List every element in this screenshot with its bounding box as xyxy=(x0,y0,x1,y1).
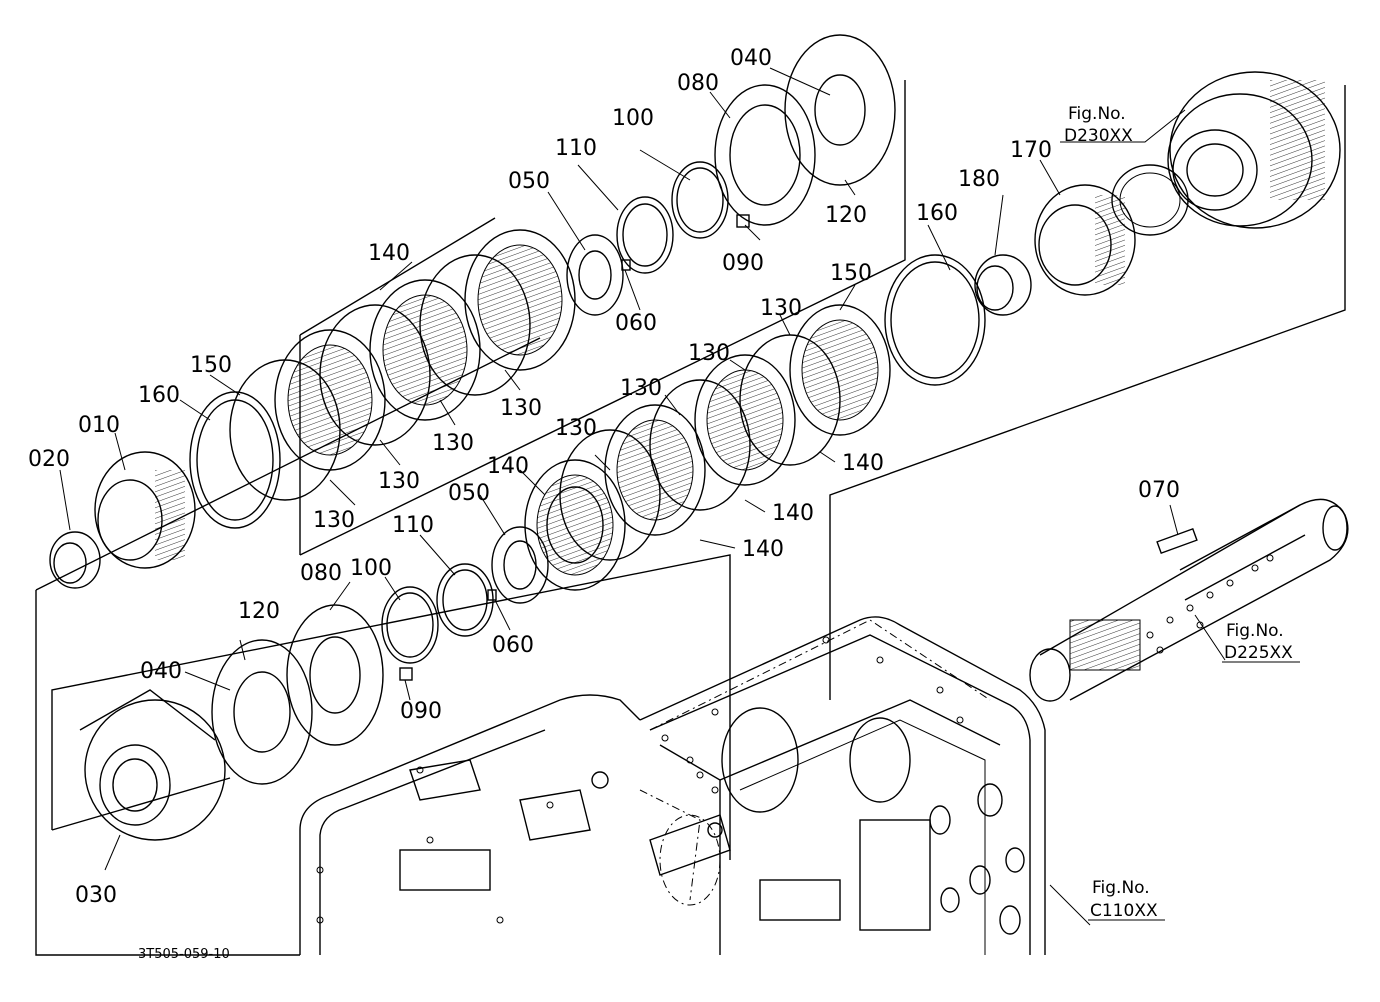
part-180-bearing xyxy=(974,254,1032,316)
label-040-bot: 040 xyxy=(140,659,182,684)
label-130-d: 130 xyxy=(313,508,355,533)
assembly-frame-lines xyxy=(35,80,1346,956)
label-130-r1: 130 xyxy=(760,296,802,321)
label-140-r2: 140 xyxy=(772,501,814,526)
main-shaft xyxy=(1029,498,1349,702)
part-010-gear xyxy=(94,451,196,569)
part-160-right-snap-ring xyxy=(884,254,986,386)
fig-ref-d225-code[interactable]: D225XX xyxy=(1224,643,1293,663)
label-130-b: 130 xyxy=(432,431,474,456)
label-060-bot: 060 xyxy=(492,633,534,658)
label-150-left: 150 xyxy=(190,353,232,378)
label-110-bot: 110 xyxy=(392,513,434,538)
label-030: 030 xyxy=(75,883,117,908)
label-130-r2: 130 xyxy=(688,341,730,366)
clutch-drum xyxy=(1111,71,1341,236)
label-140-r1: 140 xyxy=(842,451,884,476)
figure-code: 3T505-059-10 xyxy=(138,947,230,962)
part-020-bearing xyxy=(49,531,101,589)
fig-ref-c110-code[interactable]: C110XX xyxy=(1090,901,1158,921)
label-100-top: 100 xyxy=(612,106,654,131)
leader-lines xyxy=(59,67,1226,926)
label-170: 170 xyxy=(1010,138,1052,163)
part-labels: 040 080 100 110 050 120 090 060 140 150 … xyxy=(28,46,1180,908)
top-piston-parts xyxy=(566,34,896,316)
label-140-top: 140 xyxy=(368,241,410,266)
label-160-right: 160 xyxy=(916,201,958,226)
right-clutch-pack xyxy=(524,304,891,591)
label-070: 070 xyxy=(1138,478,1180,503)
top-clutch-pack xyxy=(229,229,576,501)
label-180: 180 xyxy=(958,167,1000,192)
label-150-right: 150 xyxy=(830,261,872,286)
label-120-bot: 120 xyxy=(238,599,280,624)
label-130-r3: 130 xyxy=(620,376,662,401)
label-020: 020 xyxy=(28,447,70,472)
label-040-top: 040 xyxy=(730,46,772,71)
label-060-top: 060 xyxy=(615,311,657,336)
label-130-r4: 130 xyxy=(555,416,597,441)
bottom-piston-parts xyxy=(211,526,549,785)
label-130-c: 130 xyxy=(378,469,420,494)
fig-ref-d225-title: Fig.No. xyxy=(1226,621,1284,641)
label-140-r4: 140 xyxy=(487,454,529,479)
label-100-bot: 100 xyxy=(350,556,392,581)
label-120-top: 120 xyxy=(825,203,867,228)
label-160-left: 160 xyxy=(138,383,180,408)
label-080-top: 080 xyxy=(677,71,719,96)
label-110-top: 110 xyxy=(555,136,597,161)
label-090-bot: 090 xyxy=(400,699,442,724)
label-090-top: 090 xyxy=(722,251,764,276)
fig-ref-d230-code[interactable]: D230XX xyxy=(1064,126,1133,146)
part-030-hub xyxy=(79,689,226,841)
fig-ref-d230-title: Fig.No. xyxy=(1068,104,1126,124)
fig-ref-d230[interactable]: Fig.No. D230XX xyxy=(1064,104,1133,146)
part-170-gear xyxy=(1034,184,1136,296)
label-050-bot: 050 xyxy=(448,481,490,506)
fig-ref-d225[interactable]: Fig.No. D225XX xyxy=(1222,621,1300,663)
label-080-bot: 080 xyxy=(300,561,342,586)
label-010: 010 xyxy=(78,413,120,438)
label-140-r3: 140 xyxy=(742,537,784,562)
label-130-a: 130 xyxy=(500,396,542,421)
fig-ref-c110-title: Fig.No. xyxy=(1092,878,1150,898)
label-050-top: 050 xyxy=(508,169,550,194)
fig-ref-c110[interactable]: Fig.No. C110XX xyxy=(1088,878,1165,921)
transmission-case xyxy=(299,616,1046,955)
